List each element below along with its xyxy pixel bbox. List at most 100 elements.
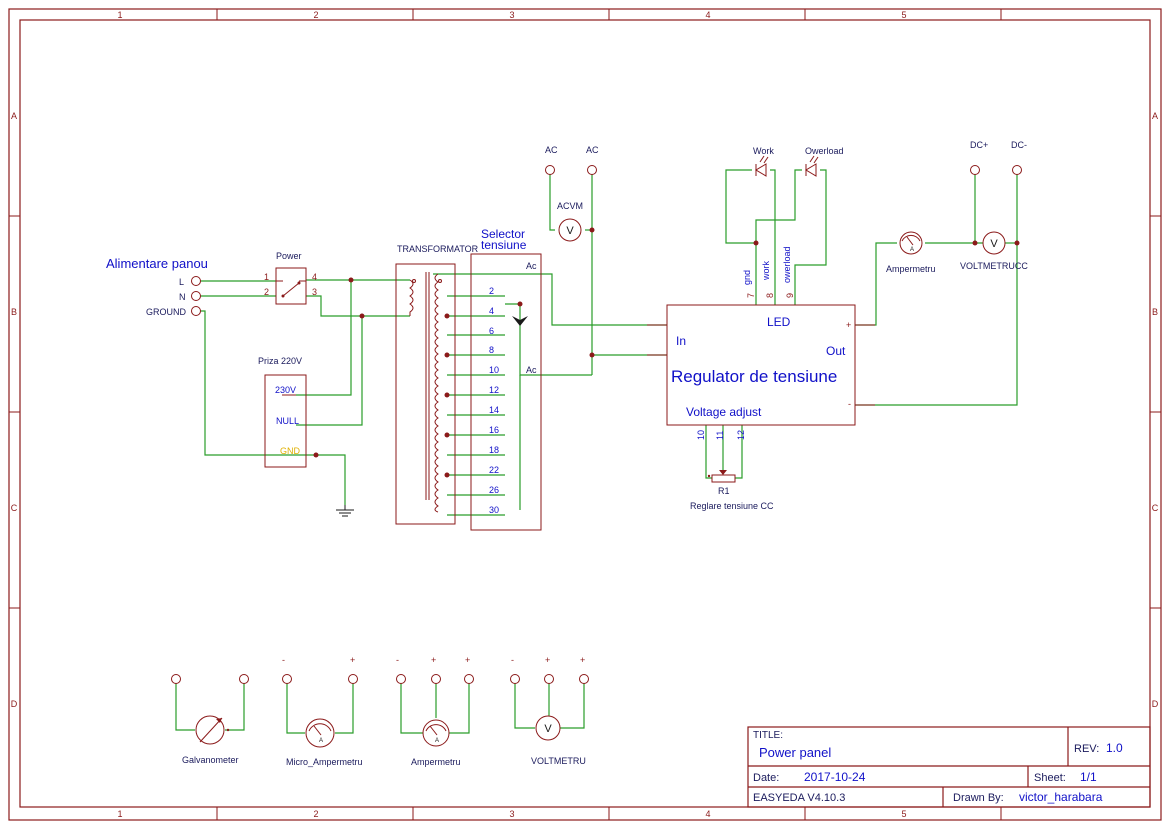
col-label-1-bottom: 1: [117, 809, 122, 819]
selector-tap-18: 18: [489, 445, 499, 455]
voltage-selector: Selector tensiune Ac Ac 2 4 6 8 10 12 14…: [470, 227, 542, 531]
regulator-pin-10: 10: [696, 430, 706, 440]
row-label-b-right: B: [1152, 307, 1158, 317]
regulator-pin-owerload: owerload: [782, 246, 792, 283]
title-value: Power panel: [759, 745, 831, 760]
ac-terminal-2: [587, 165, 597, 175]
date-value: 2017-10-24: [804, 770, 866, 784]
col-label-5-bottom: 5: [901, 809, 906, 819]
regulator-title: Regulator de tensiune: [671, 367, 837, 386]
dc-voltmeter-circle: [982, 231, 1006, 255]
selector-tap-10: 10: [489, 365, 499, 375]
input-n-label: N: [179, 292, 186, 302]
selector-tap-30: 30: [489, 505, 499, 515]
switch-pin-1: 1: [264, 272, 269, 282]
sheet-label: Sheet:: [1034, 772, 1066, 784]
row-label-a: A: [11, 111, 17, 121]
dc-ampermetru-symbol: A: [899, 231, 923, 255]
regulator-pin-9: 9: [785, 293, 795, 298]
junction-dots: [313, 227, 1020, 478]
selector-tap-6: 6: [489, 326, 494, 336]
rev-value: 1.0: [1106, 741, 1123, 755]
legend-volt-plus-2: +: [580, 655, 585, 665]
selector-tap-12: 12: [489, 385, 499, 395]
col-label-4: 4: [705, 10, 710, 20]
terminal-n: [191, 291, 201, 301]
drawing-frame: 1 2 3 4 5 1 2 3 4 5 A B C D A B C D: [8, 8, 1162, 821]
legend-micro-plus: +: [350, 655, 355, 665]
regulator-out-label: Out: [826, 344, 846, 358]
title-block: TITLE: Power panel REV: 1.0 Date: 2017-1…: [747, 726, 1151, 808]
dc-voltmeter-label: VOLTMETRUCC: [960, 261, 1028, 271]
dc-minus-terminal: [1012, 165, 1022, 175]
terminal-l: [191, 276, 201, 286]
legend-ampermetru: - + + A Ampermetru: [396, 655, 474, 767]
regulator-pin-8: 8: [765, 293, 775, 298]
regulator-in-label: In: [676, 334, 686, 348]
selector-ac-bottom: Ac: [526, 365, 537, 375]
acvm-label: ACVM: [557, 201, 583, 211]
dc-output: DC+ DC- A Ampermetru V VOLTMETRUCC: [886, 140, 1028, 274]
row-label-a-right: A: [1152, 111, 1158, 121]
row-label-b: B: [11, 307, 17, 317]
legend-volt-plus-1: +: [545, 655, 550, 665]
legend-amper-plus-2: +: [465, 655, 470, 665]
selector-label-2: tensiune: [481, 238, 527, 252]
selector-tap-26: 26: [489, 485, 499, 495]
socket-220v: Priza 220V 230V NULL GND: [258, 356, 307, 468]
dc-ampermetru-label: Ampermetru: [886, 264, 936, 274]
regulator-plus: +: [846, 320, 851, 330]
pot-ref: R1: [718, 486, 730, 496]
switch-pin-2: 2: [264, 287, 269, 297]
legend-galvanometer-label: Galvanometer: [182, 755, 239, 765]
selector-wiper-arrow: [512, 316, 528, 326]
legend-amper-symbol: A: [435, 738, 439, 744]
acvm-symbol: V: [566, 225, 574, 237]
socket-null: NULL: [276, 416, 299, 426]
col-label-2-bottom: 2: [313, 809, 318, 819]
ac-terminal-1: [545, 165, 555, 175]
ground-symbol: [336, 505, 354, 517]
input-terminals: Alimentare panou L N GROUND: [106, 256, 208, 317]
socket-label: Priza 220V: [258, 356, 302, 366]
legend-amper-minus: -: [396, 655, 399, 665]
col-label-3: 3: [509, 10, 514, 20]
dc-plus-terminal: [970, 165, 980, 175]
drawn-by-label: Drawn By:: [953, 792, 1004, 804]
legend-micro-ampermetru: - + A Micro_Ampermetru: [282, 655, 363, 767]
rev-label: REV:: [1074, 743, 1099, 755]
led-work-label: Work: [753, 146, 774, 156]
col-label-2: 2: [313, 10, 318, 20]
legend-amper-label: Ampermetru: [411, 757, 461, 767]
row-label-d-right: D: [1152, 699, 1159, 709]
selector-ac-top: Ac: [526, 261, 537, 271]
voltage-regulator: LED In Out Regulator de tensiune Voltage…: [647, 246, 875, 440]
switch-pin-4: 4: [312, 272, 317, 282]
led-overload-symbol: [805, 155, 819, 177]
regulator-led-label: LED: [767, 315, 791, 329]
acvm-circle: [558, 218, 582, 242]
legend-volt-label: VOLTMETRU: [531, 756, 586, 766]
input-l-label: L: [179, 277, 184, 287]
ac-terminal-2-label: AC: [586, 145, 599, 155]
socket-gnd: GND: [280, 446, 301, 456]
led-overload-label: Owerload: [805, 146, 844, 156]
ac-terminal-1-label: AC: [545, 145, 558, 155]
switch-pin-3: 3: [312, 287, 317, 297]
power-switch-label: Power: [276, 251, 302, 261]
row-label-d: D: [11, 699, 18, 709]
drawn-by-value: victor_harabara: [1019, 790, 1103, 804]
legend-volt-minus: -: [511, 655, 514, 665]
col-label-3-bottom: 3: [509, 809, 514, 819]
dc-amp-symbol: A: [910, 247, 914, 253]
wires: [175, 169, 1018, 734]
dc-volt-symbol: V: [990, 238, 998, 250]
tool-version: EASYEDA V4.10.3: [753, 792, 845, 804]
ac-voltmeter: AC AC ACVM V: [545, 145, 599, 242]
dc-minus-label: DC-: [1011, 140, 1027, 150]
selector-tap-4: 4: [489, 306, 494, 316]
transformer-label: TRANSFORMATOR: [397, 244, 479, 254]
selector-tap-8: 8: [489, 345, 494, 355]
regulator-minus: -: [848, 399, 851, 409]
title-label: TITLE:: [753, 730, 783, 741]
